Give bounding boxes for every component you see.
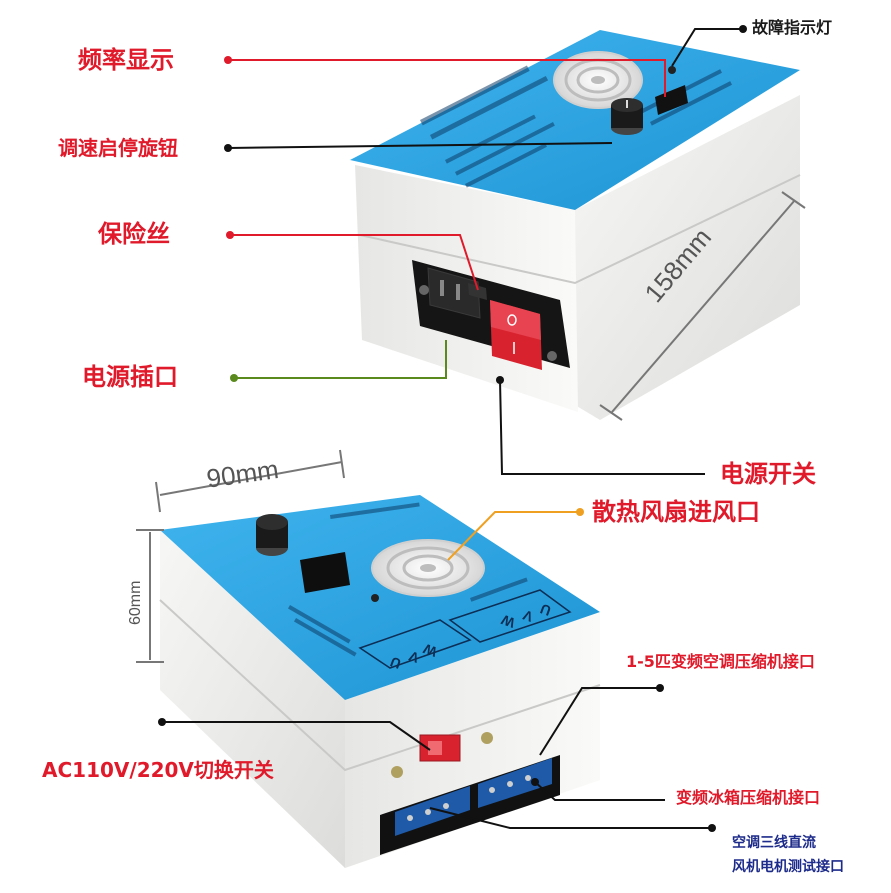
lower-front-face bbox=[345, 612, 600, 868]
lower-left-side bbox=[160, 530, 345, 868]
upper-unit bbox=[350, 30, 801, 420]
voltage-switch-label: AC110V/220V切换开关 bbox=[42, 758, 274, 782]
lower-uvw-w2: W bbox=[498, 611, 517, 631]
upper-top-panel bbox=[350, 30, 800, 210]
fan-inlet-label: 散热风扇进风口 bbox=[592, 498, 760, 526]
fridge-compressor-port-label: 变频冰箱压缩机接口 bbox=[676, 788, 821, 807]
leader-lines bbox=[158, 25, 747, 832]
frequency-display-label: 频率显示 bbox=[78, 46, 174, 74]
ac-compressor-port-label: 1-5匹变频空调压缩机接口 bbox=[626, 652, 815, 671]
power-socket-label: 电源插口 bbox=[82, 363, 178, 391]
upper-right-side bbox=[575, 95, 800, 420]
upper-fault-led-icon bbox=[668, 66, 676, 74]
height-dimension-label: 60mm bbox=[127, 580, 144, 625]
upper-speed-knob-icon bbox=[611, 98, 643, 135]
upper-socket-assembly bbox=[412, 260, 570, 370]
lower-uvw-w1: W bbox=[420, 640, 439, 660]
upper-fuse-drawer bbox=[468, 283, 487, 300]
dc-fan-port-label-line1: 空调三线直流 bbox=[732, 835, 816, 851]
lower-fan-grille-icon bbox=[371, 539, 485, 597]
lower-frequency-display-icon bbox=[300, 552, 350, 593]
fault-light-label: 故障指示灯 bbox=[752, 18, 833, 37]
speed-knob-label: 调速启停旋钮 bbox=[58, 136, 178, 160]
dc-fan-port-label-line2: 风机电机测试接口 bbox=[732, 859, 844, 875]
lower-terminal-block-icon bbox=[380, 755, 560, 855]
fuse-label: 保险丝 bbox=[98, 220, 170, 248]
dimension-lines bbox=[136, 191, 806, 663]
upper-frequency-display-icon bbox=[655, 85, 688, 115]
upper-fan-grille-icon bbox=[553, 51, 643, 109]
lower-unit: U V W U V W bbox=[159, 495, 601, 868]
lower-speed-knob-icon bbox=[256, 514, 288, 556]
power-switch-label: 电源开关 bbox=[720, 460, 816, 488]
